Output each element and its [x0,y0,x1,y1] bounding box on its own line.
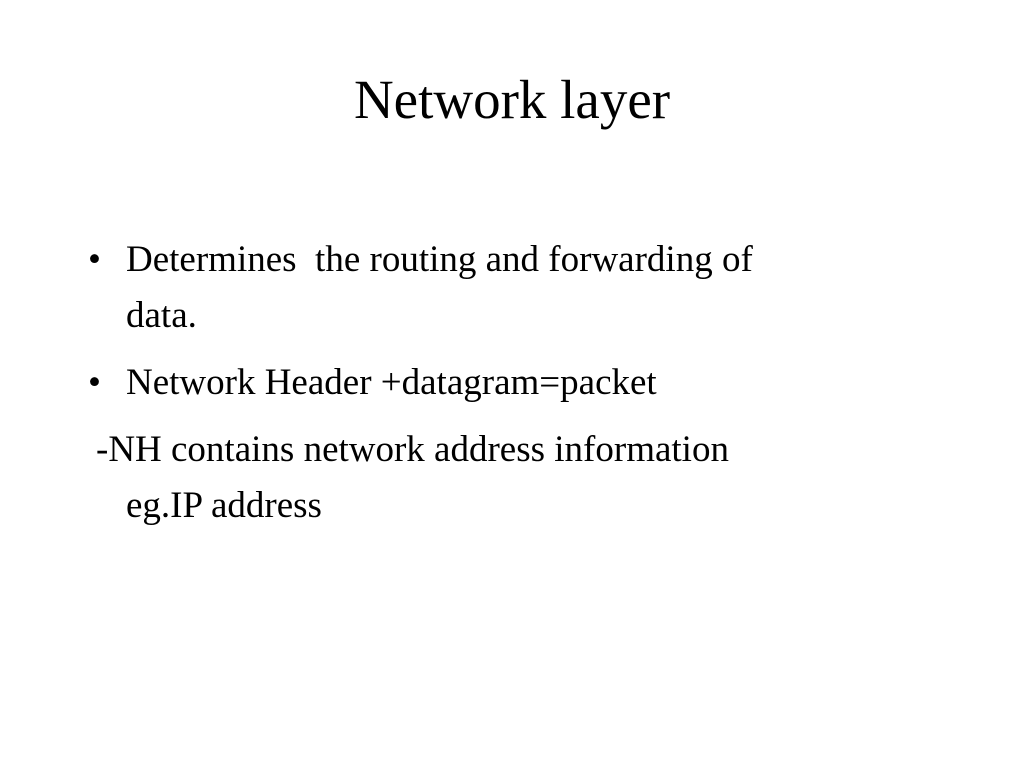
slide-title: Network layer [353,69,671,130]
bullet-dot-icon: • [88,362,101,403]
sub-item-text-line: eg.IP address [126,485,322,526]
bullet-text-line: Network Header +datagram=packet [126,362,657,403]
sub-item-text-line: -NH contains network address information [96,429,729,470]
bullet-dot-icon: • [88,239,101,280]
bullet-text-line: Determines the routing and forwarding of [126,239,753,280]
bullet-item-header: • Network Header +datagram=packet [86,355,936,411]
slide-body: • Determines the routing and forwarding … [86,232,936,534]
sub-item-nh: -NH contains network address information… [86,422,936,534]
bullet-text-line: data. [126,295,197,336]
bullet-item-routing: • Determines the routing and forwarding … [86,232,936,344]
